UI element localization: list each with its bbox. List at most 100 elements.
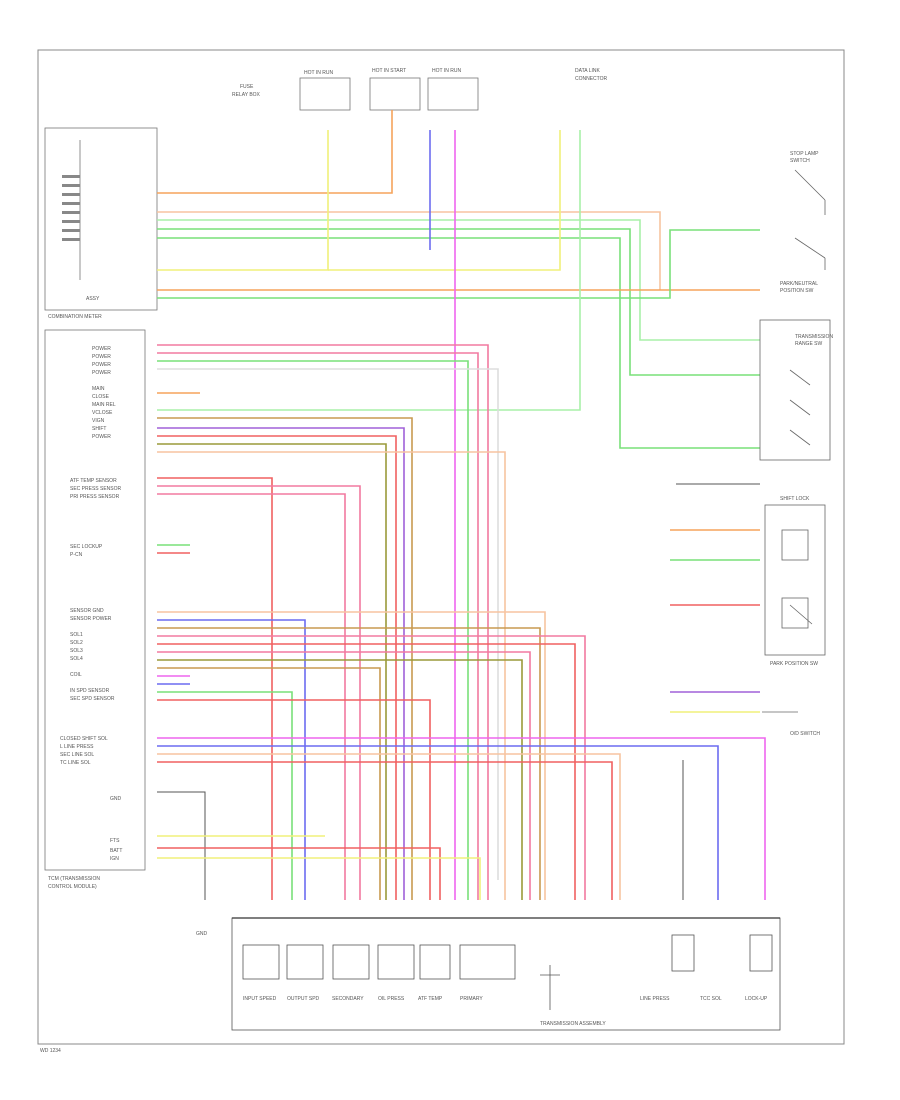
svg-text:CONNECTOR: CONNECTOR: [575, 76, 608, 82]
svg-text:ATF TEMP: ATF TEMP: [418, 996, 443, 1002]
svg-text:SEC LOCKUP: SEC LOCKUP: [70, 544, 103, 550]
wire-pink-6: [157, 651, 531, 900]
sensor-5: ATF TEMP: [418, 944, 451, 1002]
svg-text:TC LINE SOL: TC LINE SOL: [60, 760, 91, 766]
wire-olive-1: [157, 443, 387, 900]
diagram-frame: [37, 49, 845, 1045]
shift-lock-solenoid: SHIFT LOCK PARK POSITION SW: [764, 496, 826, 667]
svg-text:STOP LAMP: STOP LAMP: [790, 151, 819, 157]
sensor-2: OUTPUT SPD: [286, 944, 324, 1002]
svg-text:COIL: COIL: [70, 672, 82, 678]
sensor-1: INPUT SPEED: [242, 944, 280, 1002]
svg-text:ATF TEMP SENSOR: ATF TEMP SENSOR: [70, 478, 117, 484]
wire-gray-1: [157, 368, 499, 880]
svg-text:POWER: POWER: [92, 346, 111, 352]
wires: [157, 110, 766, 900]
wire-green-4: [157, 229, 760, 299]
svg-text:LINE PRESS: LINE PRESS: [640, 996, 670, 1002]
wire-red-6: [157, 761, 613, 900]
svg-text:DATA LINK: DATA LINK: [575, 68, 600, 74]
svg-text:PRIMARY: PRIMARY: [460, 996, 483, 1002]
svg-text:SEC SPD SENSOR: SEC SPD SENSOR: [70, 696, 115, 702]
wire-olive-2: [157, 659, 523, 900]
svg-text:HOT IN RUN: HOT IN RUN: [432, 68, 461, 74]
svg-text:TRANSMISSION ASSEMBLY: TRANSMISSION ASSEMBLY: [540, 1021, 606, 1027]
wire-brown-3: [157, 667, 381, 900]
svg-text:SEC LINE SOL: SEC LINE SOL: [60, 752, 94, 758]
sensor-6: PRIMARY: [459, 944, 516, 1002]
wire-pink-1: [157, 344, 489, 900]
svg-text:COMBINATION METER: COMBINATION METER: [48, 314, 102, 320]
stop-lamp-switch: STOP LAMP SWITCH: [790, 151, 826, 215]
svg-text:MAIN: MAIN: [92, 386, 105, 392]
fuse-hot-start-2: HOT IN START: [369, 68, 421, 111]
wire-peach-2: [157, 451, 506, 900]
svg-text:IN SPD SENSOR: IN SPD SENSOR: [70, 688, 110, 694]
svg-text:SOL2: SOL2: [70, 640, 83, 646]
ground-left: GND: [196, 931, 208, 937]
wire-brown-2: [157, 627, 541, 900]
svg-text:CONTROL MODULE): CONTROL MODULE): [48, 884, 97, 890]
svg-text:TRANSMISSION: TRANSMISSION: [795, 334, 833, 340]
svg-text:SENSOR POWER: SENSOR POWER: [70, 616, 112, 622]
wire-red-5: [157, 699, 431, 900]
fuse-hot-run-3: HOT IN RUN: [427, 68, 479, 111]
svg-text:IGN: IGN: [110, 856, 119, 862]
wire-yellow-2: [328, 130, 561, 271]
wire-peach-3: [157, 611, 546, 900]
svg-text:CLOSED SHIFT SOL: CLOSED SHIFT SOL: [60, 736, 108, 742]
svg-text:SOL3: SOL3: [70, 648, 83, 654]
svg-text:SEC PRESS SENSOR: SEC PRESS SENSOR: [70, 486, 122, 492]
svg-text:PARK/NEUTRAL: PARK/NEUTRAL: [780, 281, 818, 287]
svg-text:POWER: POWER: [92, 362, 111, 368]
svg-text:PRI PRESS SENSOR: PRI PRESS SENSOR: [70, 494, 120, 500]
wire-pink-3: [157, 485, 361, 900]
right-components: STOP LAMP SWITCH PARK/NEUTRAL POSITION S…: [196, 151, 833, 937]
wire-red-2: [157, 477, 273, 900]
wire-peach-4: [157, 753, 621, 900]
svg-text:L LINE PRESS: L LINE PRESS: [60, 744, 94, 750]
svg-text:VIGN: VIGN: [92, 418, 105, 424]
svg-text:SECONDARY: SECONDARY: [332, 996, 364, 1002]
svg-text:PARK POSITION SW: PARK POSITION SW: [770, 661, 818, 667]
svg-text:SHIFT LOCK: SHIFT LOCK: [780, 496, 810, 502]
svg-text:POSITION SW: POSITION SW: [780, 288, 814, 294]
svg-text:GND: GND: [110, 796, 122, 802]
range-switch: TRANSMISSION RANGE SW: [759, 319, 833, 461]
svg-text:OUTPUT SPD: OUTPUT SPD: [287, 996, 320, 1002]
svg-text:SHIFT: SHIFT: [92, 426, 106, 432]
solenoid-1: LINE PRESS: [640, 934, 695, 1002]
fuse-hot-run-1: HOT IN RUN FUSE RELAY BOX: [232, 70, 351, 111]
svg-text:HOT IN RUN: HOT IN RUN: [304, 70, 333, 76]
svg-text:CLOSE: CLOSE: [92, 394, 110, 400]
svg-text:P-CN: P-CN: [70, 552, 83, 558]
svg-text:INPUT SPEED: INPUT SPEED: [243, 996, 277, 1002]
overdrive-switch: O/D SWITCH: [762, 711, 820, 737]
svg-text:SENSOR GND: SENSOR GND: [70, 608, 104, 614]
wire-green-7: [157, 691, 293, 900]
park-neutral-switch: PARK/NEUTRAL POSITION SW: [780, 237, 826, 294]
svg-text:RANGE SW: RANGE SW: [795, 341, 823, 347]
transmission-assembly: INPUT SPEED OUTPUT SPD SECONDARY OIL PRE…: [231, 917, 781, 1031]
svg-text:SOL1: SOL1: [70, 632, 83, 638]
svg-text:TCC SOL: TCC SOL: [700, 996, 722, 1002]
svg-text:O/D SWITCH: O/D SWITCH: [790, 731, 820, 737]
svg-text:MAIN REL: MAIN REL: [92, 402, 116, 408]
wire-green-5: [157, 360, 469, 900]
wire-green-1: [157, 219, 760, 341]
solenoid-2: TCC SOL: [700, 996, 722, 1002]
svg-text:LOCK-UP: LOCK-UP: [745, 996, 768, 1002]
tcm-left-connector: ASSY COMBINATION METER: [44, 127, 158, 320]
sensor-4: OIL PRESS: [377, 944, 415, 1002]
svg-text:RELAY BOX: RELAY BOX: [232, 92, 261, 98]
svg-text:POWER: POWER: [92, 354, 111, 360]
wire-brown-1: [157, 417, 413, 900]
fuse-boxes: HOT IN RUN FUSE RELAY BOX HOT IN START H…: [232, 68, 608, 111]
wire-yellow-1: [157, 130, 329, 271]
wire-magenta-2: [157, 737, 766, 900]
svg-text:TCM (TRANSMISSION: TCM (TRANSMISSION: [48, 876, 100, 882]
wire-pink-2: [157, 352, 479, 900]
wire-pink-5: [157, 635, 586, 900]
svg-text:SWITCH: SWITCH: [790, 158, 810, 164]
ecm-connector: POWER POWER POWER POWER MAIN CLOSE MAIN …: [44, 329, 146, 890]
